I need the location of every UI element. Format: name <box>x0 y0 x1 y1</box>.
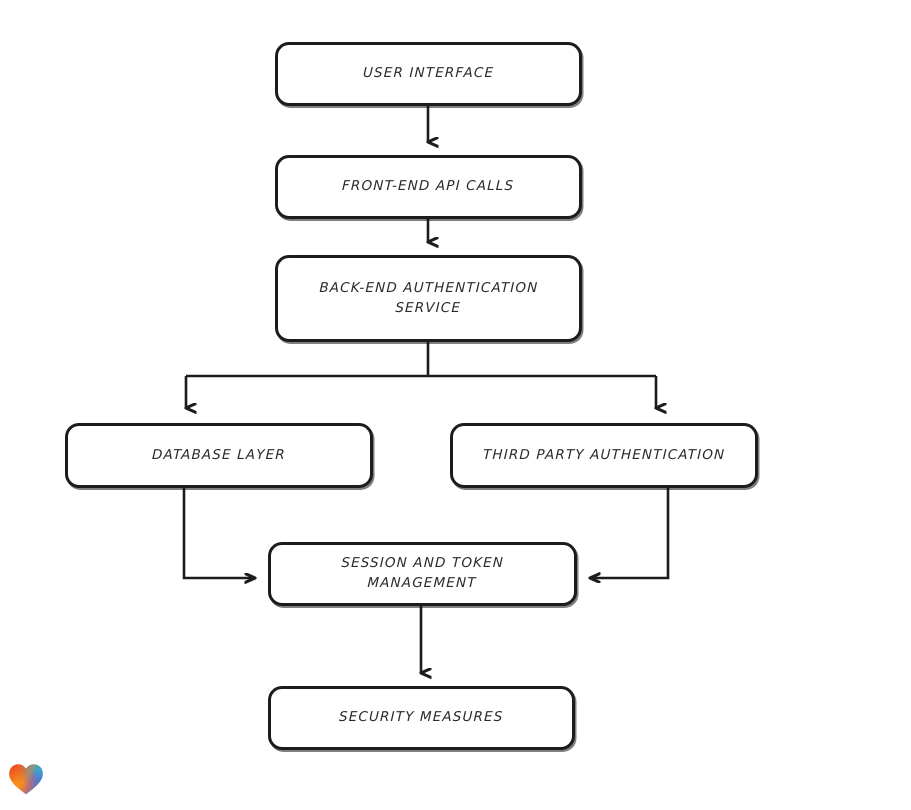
node-backend-auth-service-label: Back-End Authentication Service <box>319 279 539 316</box>
node-database-layer[interactable]: Database Layer <box>65 423 373 488</box>
node-session-token-mgmt[interactable]: Session and Token Management <box>268 542 577 606</box>
node-security-measures[interactable]: Security Measures <box>268 686 575 750</box>
node-third-party-auth[interactable]: Third Party Authentication <box>450 423 758 488</box>
edge-database-to-session <box>182 488 255 578</box>
node-backend-auth-service[interactable]: Back-End Authentication Service <box>275 255 582 342</box>
node-user-interface[interactable]: User Interface <box>275 42 582 106</box>
node-database-layer-label: Database Layer <box>151 446 287 463</box>
node-security-measures-label: Security Measures <box>339 709 505 726</box>
node-frontend-api-calls[interactable]: Front-End API Calls <box>275 155 582 219</box>
edge-thirdparty-to-session <box>590 488 670 578</box>
node-session-token-mgmt-label: Session and Token Management <box>341 555 505 591</box>
node-third-party-auth-label: Third Party Authentication <box>482 446 726 463</box>
node-frontend-api-calls-label: Front-End API Calls <box>342 178 515 195</box>
node-user-interface-label: User Interface <box>362 65 495 82</box>
heart-icon <box>9 764 43 795</box>
